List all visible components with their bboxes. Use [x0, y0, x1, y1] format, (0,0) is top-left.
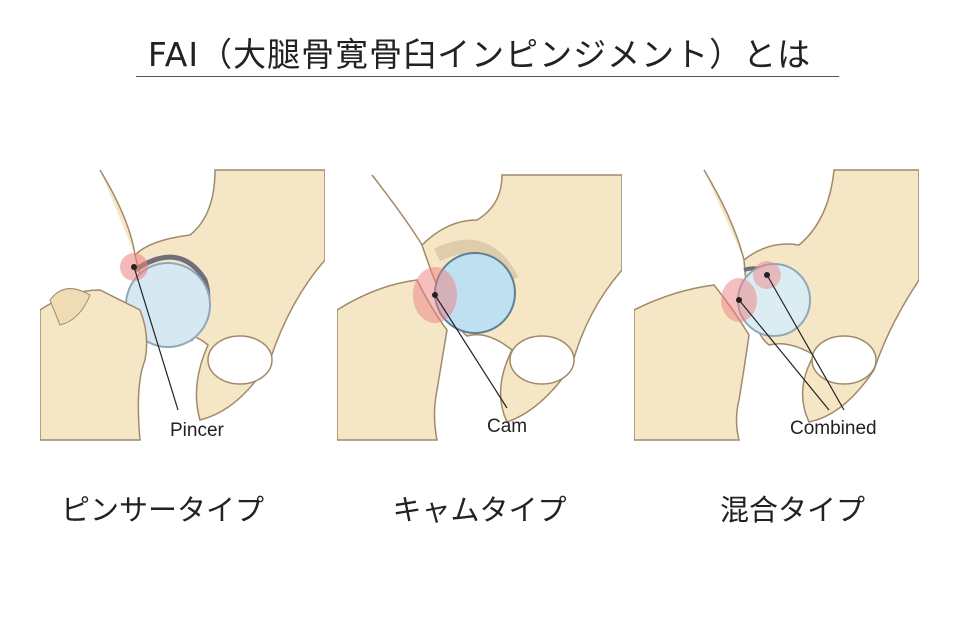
- title-underline: [136, 76, 839, 77]
- combined-illustration: Combined: [634, 160, 919, 450]
- combined-annotation: Combined: [790, 418, 877, 439]
- pincer-illustration: Pincer: [40, 160, 325, 450]
- femur: [337, 279, 448, 441]
- page-title: FAI（大腿骨寛骨臼インピンジメント）とは: [147, 35, 812, 74]
- cam-annotation: Cam: [487, 416, 527, 437]
- combined-type-label: 混合タイプ: [719, 493, 865, 527]
- femur: [634, 284, 750, 441]
- cam-type-label: キャムタイプ: [392, 493, 567, 527]
- pincer-annotation: Pincer: [170, 420, 225, 441]
- cam-illustration: Cam: [337, 160, 622, 450]
- pincer-type-label: ピンサータイプ: [60, 493, 264, 527]
